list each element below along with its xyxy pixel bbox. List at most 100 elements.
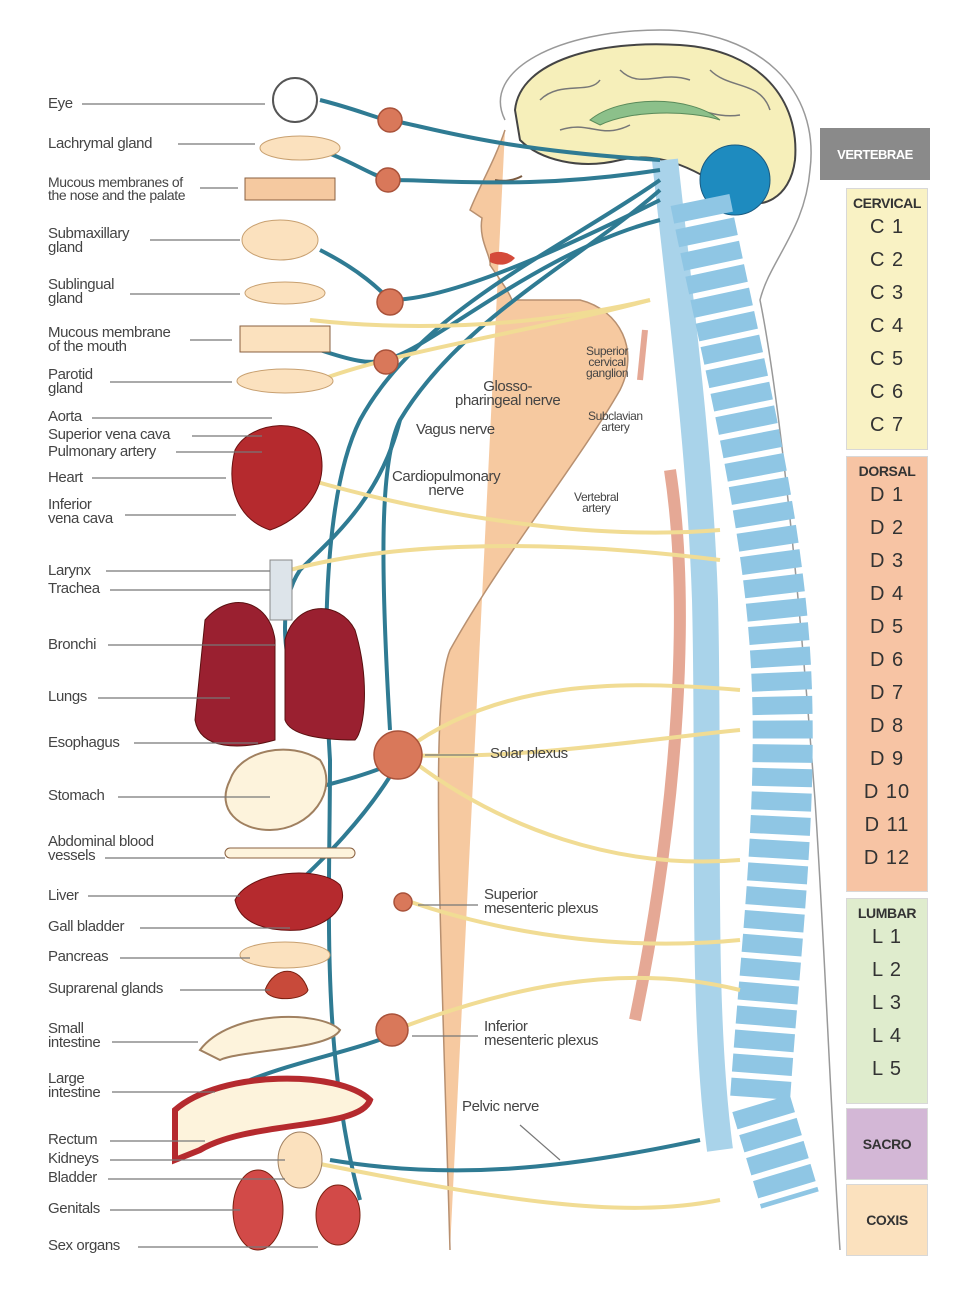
sex-organs-organ [315,1184,361,1246]
lachrymal-gland-organ [259,135,341,161]
small-intestine-organ [198,1015,342,1062]
vertebra-l2: L 2 [871,959,903,981]
vertebra-d2: D 2 [869,517,905,539]
submaxillary-gland-organ [241,219,319,261]
vertebra-d12: D 12 [863,847,911,869]
label-genitals: Genitals [48,1200,100,1217]
stomach-organ [224,748,328,832]
large-intestine-organ [172,1075,374,1165]
vertebra-c6: C 6 [869,381,905,403]
label-lungs: Lungs [48,688,87,705]
label-gall-bladder: Gall bladder [48,918,125,935]
label-heart: Heart [48,469,83,486]
trachea-organ [269,559,293,621]
label-solar-plexus: Solar plexus [490,745,568,762]
vertebra-l3: L 3 [871,992,903,1014]
label-trachea: Trachea [48,580,100,597]
spinal-cord [652,158,733,1152]
vertebrae-header: VERTEBRAE [820,128,930,180]
mouth-membrane-organ [239,325,331,353]
face-outline [437,129,629,1251]
genitals-organ [232,1169,284,1251]
label-eye: Eye [48,95,73,112]
vertebra-c4: C 4 [869,315,905,337]
label-sex-organs: Sex organs [48,1237,120,1254]
label-glossopharyngeal-nerve: Glosso-pharingeal nerve [455,378,561,409]
label-esophagus: Esophagus [48,734,120,751]
vertebral-artery [629,469,686,1022]
lungs-organ [194,602,365,747]
vertebra-d6: D 6 [869,649,905,671]
abdominal-vessels-organ [224,847,356,859]
label-pulmonary-artery: Pulmonary artery [48,443,156,460]
pancreas-organ [239,941,331,969]
label-lachrymal-gland: Lachrymal gland [48,135,153,152]
label-pancreas: Pancreas [48,948,109,965]
vertebra-c7: C 7 [869,414,905,436]
vertebra-l5: L 5 [871,1058,903,1080]
coxis-title: COXIS [866,1212,908,1228]
label-leader-lines [82,103,561,1248]
label-aorta: Aorta [48,408,82,425]
neck-artery [637,329,648,381]
heart-organ [231,425,323,531]
vertebrae-sacro: SACRO [846,1108,928,1180]
vertebra-d11: D 11 [864,814,910,836]
brain-folds [539,69,771,132]
dorsal-title: DORSAL [858,463,916,479]
sympathetic-nerves [289,298,741,1210]
label-bladder: Bladder [48,1169,97,1186]
label-superior-vena-cava: Superior vena cava [48,426,171,443]
label-bronchi: Bronchi [48,636,97,653]
parotid-gland-organ [236,368,334,394]
suprarenal-organ [264,970,309,1000]
label-liver: Liver [48,887,79,904]
vertebra-d1: D 1 [869,484,905,506]
vertebra-c1: C 1 [869,216,905,238]
vertebrae-cervical: CERVICAL C 1 C 2 C 3 C 4 C 5 C 6 C 7 [846,188,928,450]
vertebra-c3: C 3 [869,282,905,304]
sublingual-gland-organ [244,281,326,305]
label-pelvic-nerve: Pelvic nerve [462,1098,539,1115]
eye-organ [272,77,318,123]
corpus-callosum [589,100,721,126]
vertebrae-coxis: COXIS [846,1184,928,1256]
label-larynx: Larynx [48,562,91,579]
vertebra-l1: L 1 [871,926,903,948]
cervical-title: CERVICAL [852,195,922,211]
nose-membrane-organ [244,177,336,201]
organs [172,77,374,1251]
vertebral-column [670,194,819,1209]
vertebra-l4: L 4 [871,1025,903,1047]
vertebra-d7: D 7 [869,682,905,704]
label-stomach: Stomach [48,787,105,804]
vertebrae-lumbar: LUMBAR L 1 L 2 L 3 L 4 L 5 [846,898,928,1104]
vertebra-d8: D 8 [869,715,905,737]
vertebrae-dorsal: DORSAL D 1 D 2 D 3 D 4 D 5 D 6 D 7 D 8 D… [846,456,928,892]
body-outline [499,29,841,1251]
liver-organ [234,872,344,931]
vertebra-d4: D 4 [869,583,905,605]
vertebra-d3: D 3 [869,550,905,572]
vertebra-d5: D 5 [869,616,905,638]
label-vagus-nerve: Vagus nerve [416,421,495,438]
label-suprarenal-glands: Suprarenal glands [48,980,163,997]
vertebra-d10: D 10 [863,781,911,803]
vertebra-c5: C 5 [869,348,905,370]
